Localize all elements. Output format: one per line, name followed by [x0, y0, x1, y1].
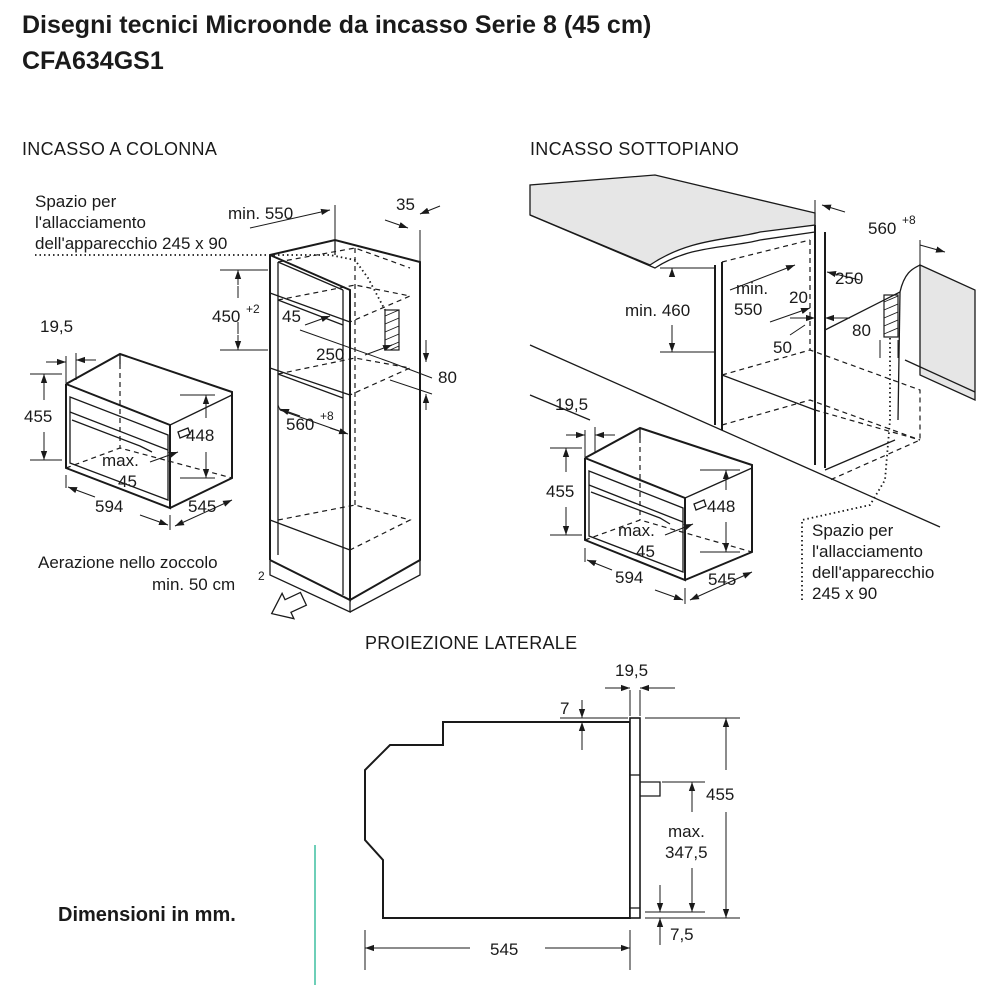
under-cabinet — [529, 225, 941, 600]
dim-250: 250 — [316, 345, 344, 364]
units-note: Dimensioni in mm. — [58, 904, 236, 926]
section-under-title: INCASSO SOTTOPIANO — [530, 139, 740, 159]
dim-min550-under: 550 — [734, 300, 762, 319]
dim-250-under: 250 — [835, 269, 863, 288]
dim-max45-left: 45 — [118, 472, 137, 491]
side-labels: 19,5 7 455 max. 347,5 7,5 545 — [490, 661, 734, 959]
dim-min460: min. 460 — [625, 301, 690, 320]
space-label-1: Spazio per — [35, 192, 117, 211]
column-labels: Spazio per l'allacciamento dell'apparecc… — [35, 192, 457, 594]
dim-545-side: 545 — [490, 940, 518, 959]
under-space-1: Spazio per — [812, 521, 894, 540]
aeration-label-1: Aerazione nello zoccolo — [38, 553, 218, 572]
dim-7-5: 7,5 — [670, 925, 694, 944]
space-label-2: l'allacciamento — [35, 213, 146, 232]
aeration-label-2: min. 50 cm — [152, 575, 235, 594]
side-dimensions — [364, 684, 740, 970]
dim-20: 20 — [789, 288, 808, 307]
page-title: Disegni tecnici Microonde da incasso Ser… — [22, 11, 652, 39]
dim-455-right: 455 — [546, 482, 574, 501]
column-dimensions — [220, 205, 441, 620]
dim-19-5-right: 19,5 — [555, 395, 588, 414]
appliance-left-dimensions — [30, 353, 233, 530]
under-space-2: l'allacciamento — [812, 542, 923, 561]
dim-450: 450 — [212, 307, 240, 326]
dim-7: 7 — [560, 699, 569, 718]
dim-450-tolerance: +2 — [246, 302, 260, 316]
appliance-right — [584, 426, 753, 582]
dim-80-under: 80 — [852, 321, 871, 340]
dim-45: 45 — [282, 307, 301, 326]
appliance-left — [65, 352, 233, 510]
under-dimensions — [660, 200, 946, 358]
side-profile — [364, 717, 661, 919]
appliance-right-dimensions — [550, 427, 753, 604]
dim-35: 35 — [396, 195, 415, 214]
section-side-title: PROIEZIONE LATERALE — [365, 633, 578, 653]
dim-545-right: 545 — [708, 570, 736, 589]
dim-594-right: 594 — [615, 568, 643, 587]
section-column-title: INCASSO A COLONNA — [22, 139, 218, 159]
appliance-right-labels: 19,5 455 448 max. 45 594 545 — [546, 395, 736, 589]
worktop — [529, 174, 976, 402]
dim-560-tolerance: +8 — [320, 409, 334, 423]
dim-560: 560 — [286, 415, 314, 434]
dim-max-side: max. — [668, 822, 705, 841]
dim-50: 50 — [773, 338, 792, 357]
space-label-3: dell'apparecchio 245 x 90 — [35, 234, 227, 253]
dim-594-left: 594 — [95, 497, 123, 516]
appliance-left-labels: 19,5 455 448 max. 45 594 545 — [24, 317, 216, 516]
under-space-4: 245 x 90 — [812, 584, 877, 603]
dim-545-left: 545 — [188, 497, 216, 516]
dim-19-5-side: 19,5 — [615, 661, 648, 680]
dim-80: 80 — [438, 368, 457, 387]
dim-560-under-tolerance: +8 — [902, 213, 916, 227]
under-space-3: dell'apparecchio — [812, 563, 934, 582]
under-labels: 560 +8 min. 460 min. 550 250 20 80 50 Sp… — [625, 213, 934, 603]
dim-448-right: 448 — [707, 497, 735, 516]
dim-455-left: 455 — [24, 407, 52, 426]
model-code: CFA634GS1 — [22, 47, 164, 75]
dim-min-label: min. — [736, 279, 768, 298]
dim-19-5-left: 19,5 — [40, 317, 73, 336]
dim-min550: min. 550 — [228, 204, 293, 223]
dim-max347-side: 347,5 — [665, 843, 708, 862]
dim-560-under: 560 — [868, 219, 896, 238]
dim-max-right: max. — [618, 521, 655, 540]
dim-455-side: 455 — [706, 785, 734, 804]
aeration-label-sup: 2 — [258, 569, 265, 583]
dim-448-left: 448 — [186, 426, 214, 445]
dim-max45-right: 45 — [636, 542, 655, 561]
dim-max-left: max. — [102, 451, 139, 470]
